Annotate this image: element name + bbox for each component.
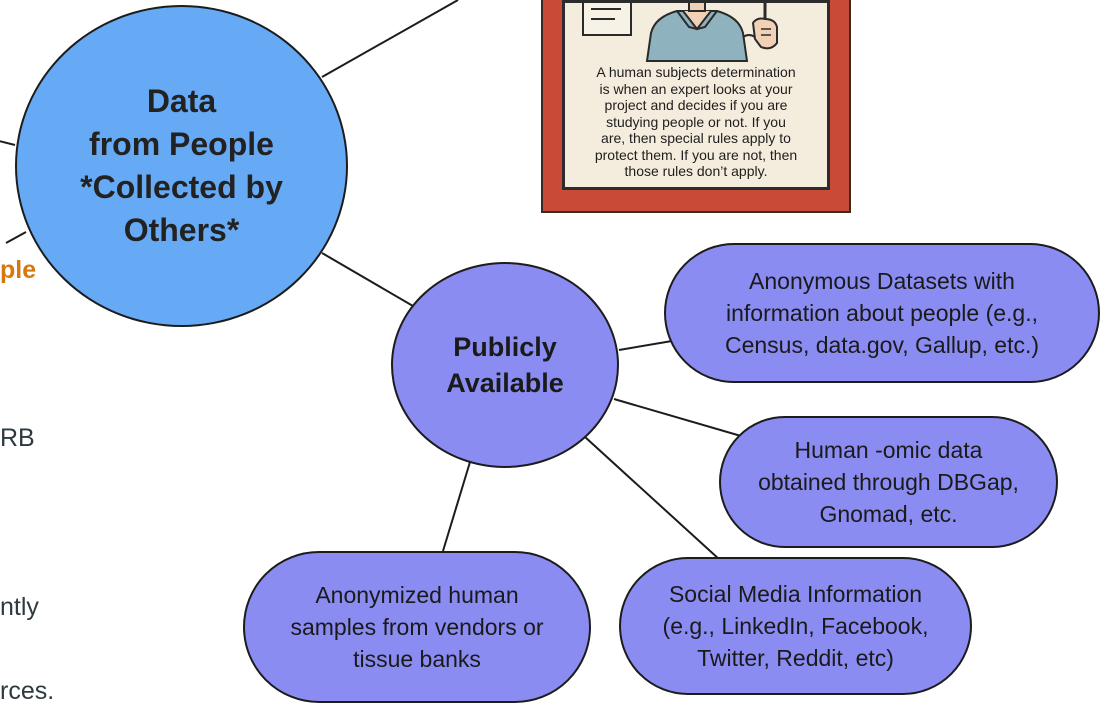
connector-main-to-top <box>321 0 459 78</box>
poster-definition-text: A human subjects determination is when a… <box>594 64 798 179</box>
leaf-social-media-label: Social Media Information (e.g., LinkedIn… <box>662 581 929 671</box>
leaf-anonymous-datasets: Anonymous Datasets with information abou… <box>664 243 1100 383</box>
leaf-human-samples: Anonymized human samples from vendors or… <box>243 551 591 703</box>
connector-main-to-public <box>321 252 414 307</box>
leaf-human-samples-label: Anonymized human samples from vendors or… <box>290 582 544 672</box>
connector-public-to-human <box>442 461 471 552</box>
connector-public-to-anon <box>618 340 673 351</box>
leaf-anonymous-datasets-label: Anonymous Datasets with information abou… <box>724 268 1040 358</box>
leaf-omic-data: Human -omic data obtained through DBGap,… <box>719 416 1058 548</box>
connector-public-to-omic <box>613 398 742 437</box>
cutoff-text-ntly: ntly <box>0 593 39 621</box>
main-node-data-from-people: Data from People *Collected by Others* <box>15 5 348 327</box>
node-publicly-available: Publicly Available <box>391 262 619 468</box>
person-holding-sign-illustration <box>582 3 778 62</box>
connector-main-left-tick <box>0 140 16 146</box>
cutoff-text-orange: ple <box>0 256 37 284</box>
connector-main-left-tick-2 <box>5 231 27 244</box>
poster-paper: A human subjects determination is when a… <box>562 0 830 190</box>
leaf-social-media: Social Media Information (e.g., LinkedIn… <box>619 557 972 695</box>
definition-poster: A human subjects determination is when a… <box>541 0 851 213</box>
public-node-label: Publicly Available <box>446 332 564 398</box>
main-node-label: Data from People *Collected by Others* <box>80 83 283 248</box>
cutoff-text-rces: rces. <box>0 677 55 705</box>
connector-public-to-social <box>584 436 721 561</box>
leaf-omic-data-label: Human -omic data obtained through DBGap,… <box>758 437 1019 527</box>
cutoff-text-rb: RB <box>0 424 35 452</box>
